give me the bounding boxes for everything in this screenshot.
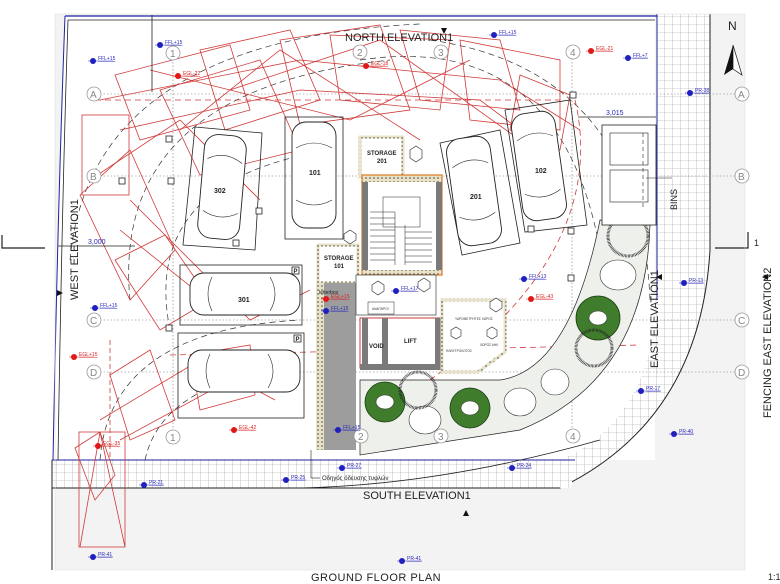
svg-text:PR-13: PR-13: [689, 278, 703, 284]
blue-level-markers: FFL+15 FFL+15 FFL+15 FFL+7 FFL+15 FFL+17…: [88, 30, 710, 564]
core-building: STORAGE 201 STORAGE 101 letterbox: [316, 135, 507, 450]
dimension-west: 3,000: [88, 239, 106, 246]
parking-bay-301: 301 P: [179, 264, 303, 326]
bay-number: 301: [238, 297, 250, 304]
meter-boxes: [118, 91, 577, 332]
bay-number: 101: [309, 170, 321, 177]
parking-bay-101: 101: [284, 116, 344, 240]
west-elevation-label: WEST ELEVATION1: [69, 199, 81, 300]
svg-text:EGL-22: EGL-22: [183, 71, 200, 77]
dimension-east: 3,015: [606, 110, 624, 117]
svg-text:FFL+17: FFL+17: [401, 286, 419, 292]
svg-text:A: A: [90, 90, 97, 101]
svg-text:FFL+15: FFL+15: [499, 30, 517, 36]
parking-bay-lower: P: [177, 332, 305, 419]
svg-text:PR-24: PR-24: [517, 463, 531, 469]
north-arrow-icon: N: [724, 19, 743, 76]
bins-label: BINS: [669, 189, 679, 210]
svg-text:PR-17: PR-17: [646, 386, 660, 392]
section-mark-left: [1, 235, 45, 249]
svg-text:4: 4: [570, 48, 576, 59]
svg-text:PR-21: PR-21: [149, 480, 163, 486]
lift-label: LIFT: [404, 339, 417, 345]
parking-bay-201: 201: [439, 129, 521, 256]
south-paving-strip: [51, 439, 601, 570]
svg-text:EGL-35: EGL-35: [103, 441, 120, 447]
north-label: N: [728, 19, 737, 33]
parking-bay-302: 302: [182, 126, 263, 251]
space-label: ΧΩΡΟΣ ΑΗΚ: [480, 343, 499, 347]
red-level-markers: EGL-22 EGL-21 EGL-18 EGL-43 EGL+15 EGL-4…: [69, 46, 613, 449]
meter-room-label: ΥΔΡΟΜΕΤΡΗΤΕΣ ΧΩΡΟΣ: [455, 317, 493, 321]
svg-text:PR-38: PR-38: [695, 88, 709, 94]
svg-text:2: 2: [358, 432, 364, 443]
south-elevation-label: SOUTH ELEVATION1: [363, 490, 471, 502]
svg-text:EGL+15: EGL+15: [79, 352, 98, 358]
storage-201-number: 201: [377, 159, 388, 165]
svg-text:FFL+15: FFL+15: [98, 56, 116, 62]
electrical-room-label: ΗΛΕΚΤΡΟΛΟΓΟΣ: [446, 349, 472, 353]
svg-text:B: B: [90, 172, 97, 183]
svg-text:C: C: [90, 316, 97, 327]
svg-text:FFL+15: FFL+15: [165, 40, 183, 46]
grid-bubbles: A A B B C C D D 1 1 2 2 3 3 4 4: [86, 44, 750, 445]
fencing-east-elevation-label: FENCING EAST ELEVATION2: [762, 268, 774, 418]
svg-text:EGL+15: EGL+15: [331, 294, 350, 300]
svg-text:EGL-43: EGL-43: [536, 294, 553, 300]
svg-text:EGL-21: EGL-21: [596, 46, 613, 52]
parking-bay-102: 102: [504, 99, 588, 233]
bay-number: 102: [535, 168, 547, 175]
svg-text:P: P: [296, 337, 300, 343]
bay-number: 201: [470, 194, 482, 201]
drawing-scale: 1:100: [768, 572, 780, 582]
svg-text:FFL+13: FFL+13: [529, 274, 547, 280]
svg-text:P: P: [294, 269, 298, 275]
svg-text:FFL+15: FFL+15: [331, 306, 349, 312]
svg-text:2: 2: [357, 48, 363, 59]
svg-text:PR-41: PR-41: [407, 556, 421, 562]
svg-text:1: 1: [170, 49, 176, 60]
letterbox-label: letterbox: [319, 290, 339, 296]
svg-text:FFL+7: FFL+7: [633, 53, 648, 59]
svg-text:3: 3: [438, 48, 444, 59]
storage-101-label: STORAGE: [324, 256, 354, 262]
north-elevation-label: NORTH ELEVATION1: [345, 32, 453, 44]
svg-text:4: 4: [570, 432, 576, 443]
svg-text:B: B: [738, 172, 745, 183]
blind-guide-note: Οδηγός όδευσης τυφλών: [322, 475, 389, 482]
section-mark-right: [715, 232, 749, 249]
bins-enclosure: BINS: [601, 124, 679, 226]
svg-text:EGL-18: EGL-18: [371, 61, 388, 67]
svg-text:D: D: [738, 368, 745, 379]
svg-text:3: 3: [438, 432, 444, 443]
svg-text:1: 1: [170, 433, 176, 444]
svg-text:C: C: [738, 316, 745, 327]
svg-text:PR-41: PR-41: [98, 552, 112, 558]
void-label: VOID: [369, 344, 384, 350]
svg-text:EGL-42: EGL-42: [239, 425, 256, 431]
svg-text:PR-40: PR-40: [679, 429, 693, 435]
bay-number: 302: [214, 188, 226, 195]
storage-101-number: 101: [334, 264, 345, 270]
drawing-title: GROUND FLOOR PLAN: [311, 572, 442, 584]
east-elevation-label: EAST ELEVATION1: [649, 270, 661, 368]
svg-text:A: A: [738, 90, 745, 101]
svg-text:D: D: [90, 368, 97, 379]
accessible-label: ΑΝΑΠΗΡΟΙ: [372, 307, 389, 311]
svg-text:PR-27: PR-27: [347, 463, 361, 469]
east-paving-strip: [160, 14, 711, 489]
svg-text:FFL+15: FFL+15: [343, 425, 361, 431]
section-number: 1: [754, 238, 759, 248]
svg-text:FFL+15: FFL+15: [100, 303, 118, 309]
drawing-footer: GROUND FLOOR PLAN 1:100: [0, 570, 780, 584]
svg-text:PR-25: PR-25: [291, 475, 305, 481]
palm-trees: [398, 214, 650, 410]
storage-201-label: STORAGE: [367, 151, 397, 157]
